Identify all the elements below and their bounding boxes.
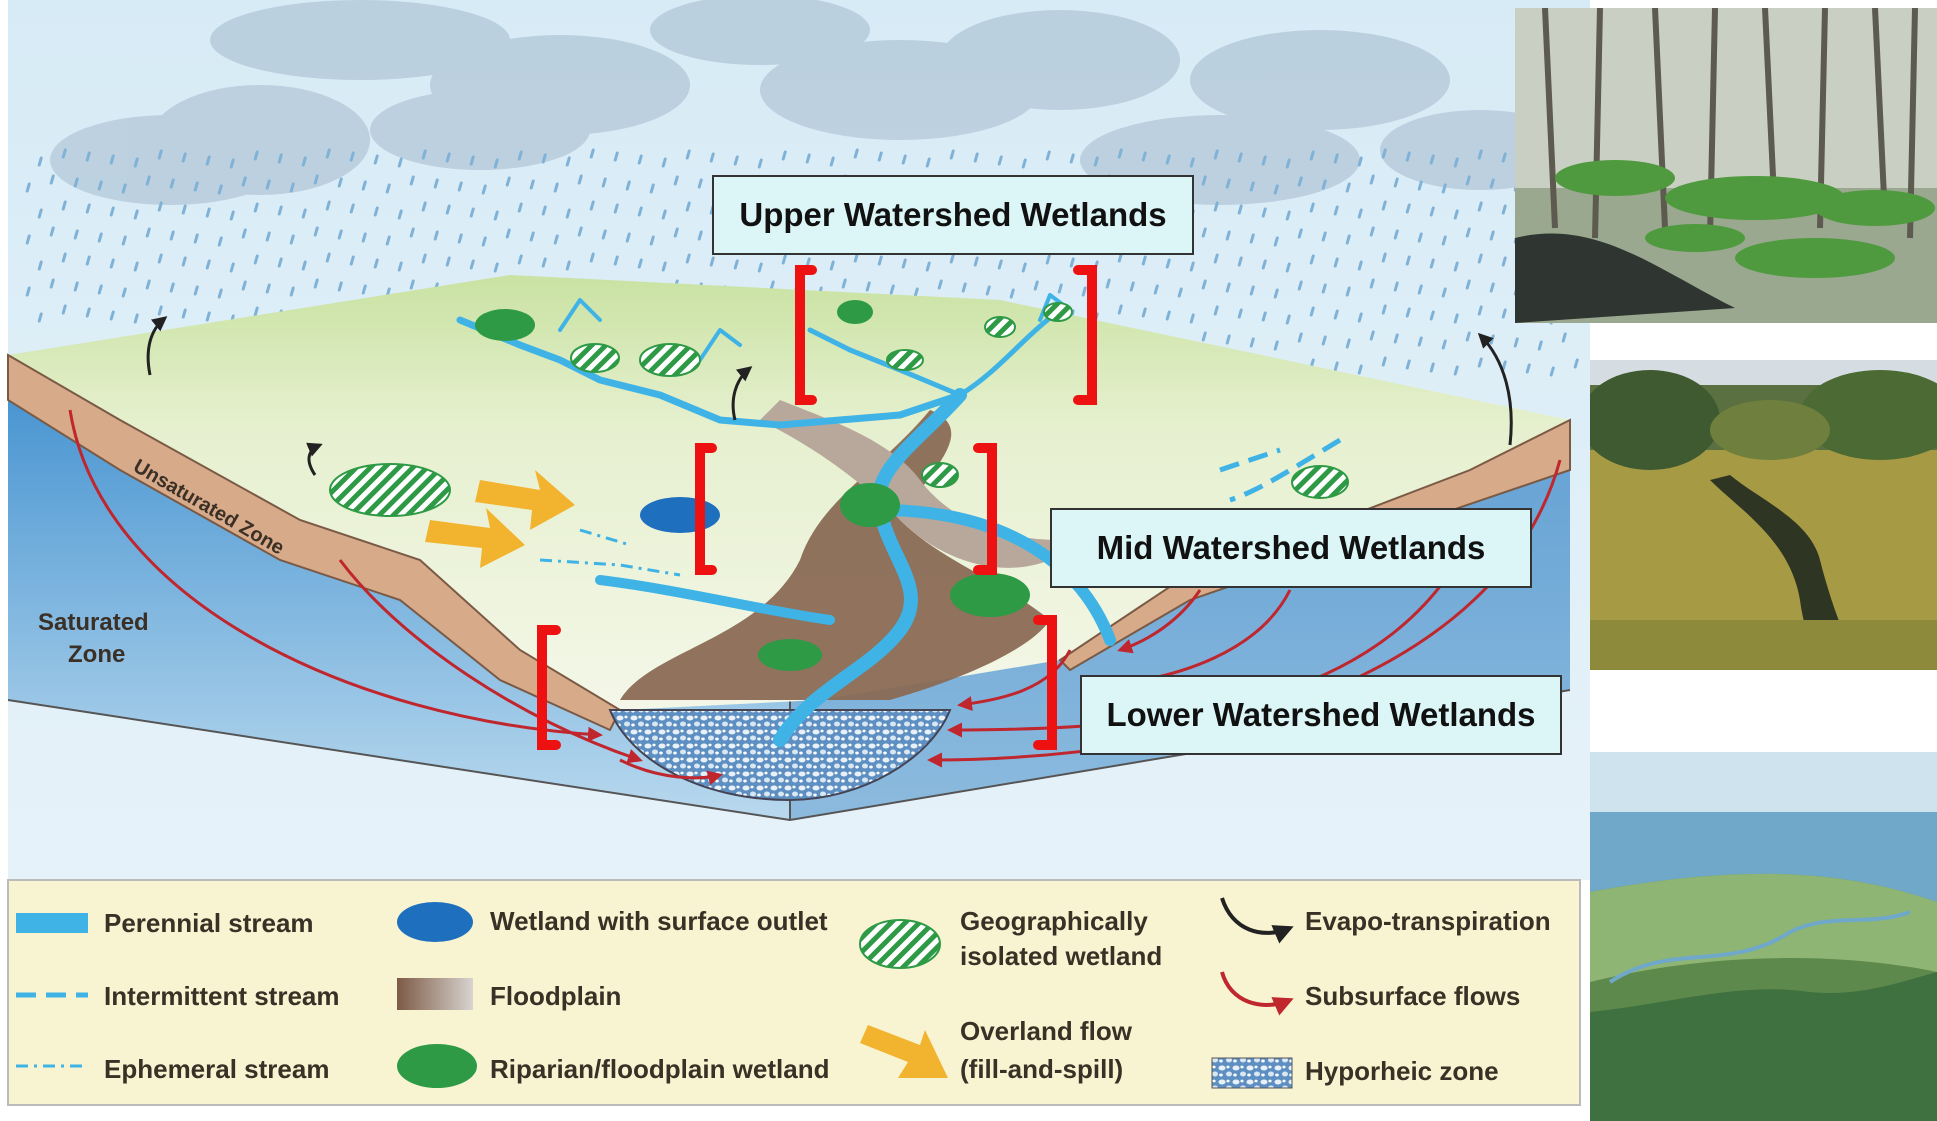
- legend-perennial: Perennial stream: [104, 908, 314, 938]
- isolated-wetland-swatch: [859, 919, 941, 969]
- legend-hyporheic: Hyporheic zone: [1305, 1056, 1499, 1086]
- land-surface: [8, 275, 1570, 710]
- grassy-stream-photo: [1590, 360, 1937, 670]
- perennial-streams: [456, 293, 1116, 747]
- intermittent-streams: [1219, 437, 1342, 503]
- legend-overland-1: Overland flow: [960, 1016, 1133, 1046]
- lower-watershed-callout: Lower Watershed Wetlands: [1080, 675, 1562, 755]
- floodplain-swatch: [397, 978, 473, 1010]
- mid-watershed-callout: Mid Watershed Wetlands: [1050, 508, 1532, 588]
- upper-watershed-callout: Upper Watershed Wetlands: [712, 175, 1194, 255]
- legend-subsurface: Subsurface flows: [1305, 981, 1520, 1011]
- legend-isolated-1: Geographically: [960, 906, 1148, 936]
- overland-flow-arrows: [425, 470, 575, 568]
- subsurface-swatch: [1220, 971, 1294, 1016]
- legend-box: [7, 879, 1581, 1106]
- perennial-stream-swatch: [16, 913, 88, 933]
- hyporheic-swatch: [1211, 1057, 1293, 1089]
- legend-evapo: Evapo-transpiration: [1305, 906, 1551, 936]
- floodplain: [620, 410, 1050, 700]
- legend-floodplain: Floodplain: [490, 981, 621, 1011]
- evapotranspiration-arrows: [146, 316, 1513, 476]
- aerial-coastal-photo: [1590, 752, 1937, 1121]
- legend-intermittent: Intermittent stream: [104, 981, 340, 1011]
- saturated-zone-label-1: Saturated: [38, 609, 149, 636]
- wetland-outlet-swatch: [397, 902, 473, 942]
- unsaturated-zone: [7, 353, 622, 732]
- red-brackets: [537, 265, 1097, 750]
- riparian-wetland-swatch: [397, 1044, 477, 1088]
- legend: Perennial stream Intermittent stream Eph…: [16, 897, 1551, 1089]
- overland-flow-swatch: [860, 1025, 948, 1078]
- legend-riparian: Riparian/floodplain wetland: [490, 1054, 829, 1084]
- legend-wetland-outlet: Wetland with surface outlet: [490, 906, 828, 936]
- ephemeral-streams: [539, 528, 681, 577]
- forested-wetland-photo: [1515, 8, 1937, 323]
- legend-ephemeral: Ephemeral stream: [104, 1054, 329, 1084]
- saturated-zone-label-2: Zone: [68, 641, 125, 668]
- legend-overland-2: (fill-and-spill): [960, 1054, 1123, 1084]
- legend-isolated-2: isolated wetland: [960, 941, 1162, 971]
- evapo-swatch: [1220, 897, 1294, 944]
